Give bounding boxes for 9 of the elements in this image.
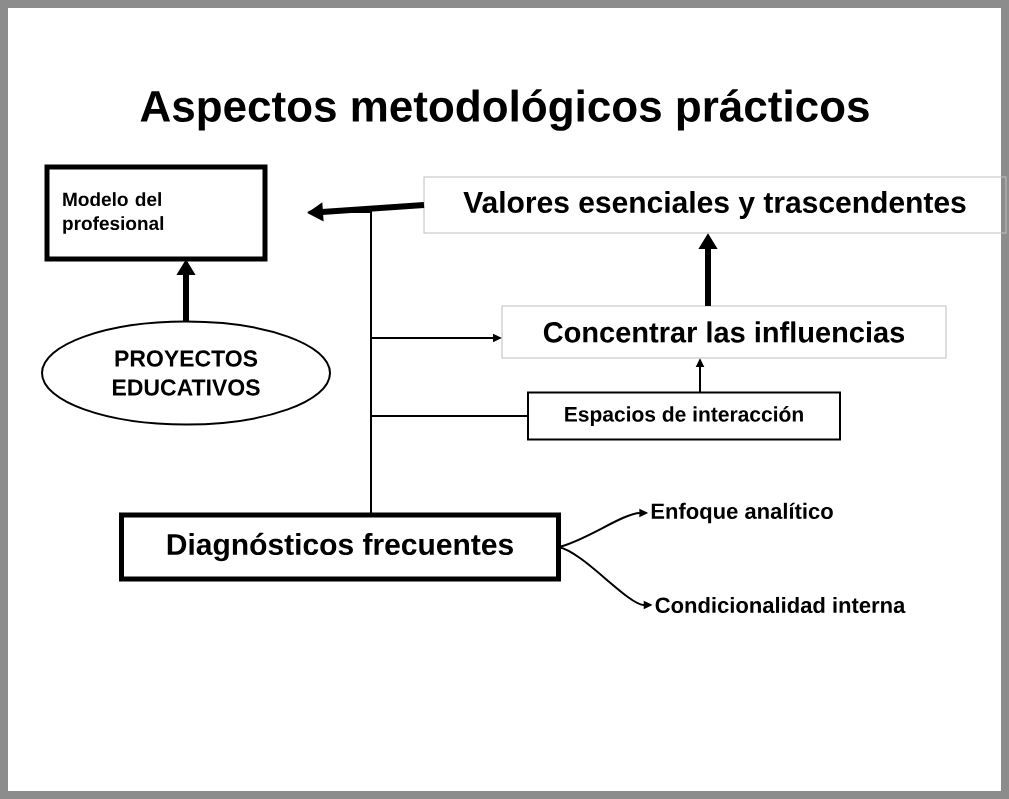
process-box: Espacios de interacción	[527, 391, 841, 441]
branch-text: Condicionalidad interna	[655, 596, 906, 614]
title: Aspectos metodológicos prácticos	[140, 89, 869, 131]
connector-line	[370, 415, 529, 516]
branch-text: Enfoque analítico	[651, 502, 833, 524]
process-box: Modelo del profesional	[44, 164, 268, 262]
process-box: Diagnósticos frecuentes	[119, 512, 561, 582]
process-box: Valores esenciales y trascendentes	[423, 176, 1007, 234]
process-box: Concentrar las influencias	[501, 305, 947, 359]
